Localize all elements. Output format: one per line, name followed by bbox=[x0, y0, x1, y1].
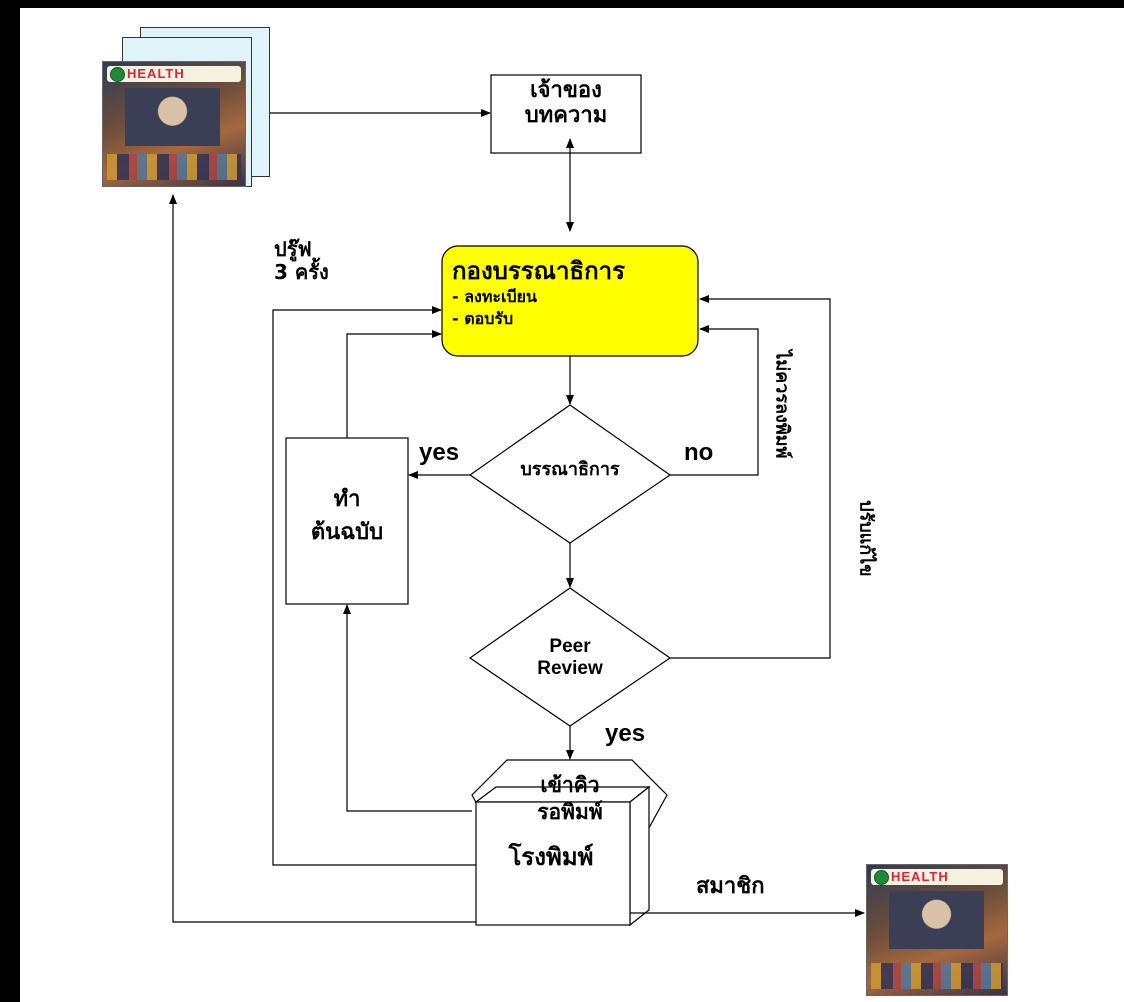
editorial-line1: - ลงทะเบียน bbox=[452, 286, 537, 306]
editor-decision-mask bbox=[535, 494, 613, 512]
magazine-cover-members-icon: HEALTH bbox=[866, 864, 1008, 996]
edge-peer-revise bbox=[670, 295, 831, 659]
not-publish-label: ไม่ควรลงพิมพ์ bbox=[771, 350, 793, 459]
members-label: สมาชิก bbox=[696, 874, 765, 899]
editorial-label-group: กองบรรณาธิการ - ลงทะเบียน - ตอบรับ bbox=[452, 257, 692, 328]
yes-left-label: yes bbox=[419, 439, 460, 466]
magazine-cover-icon: HEALTH bbox=[102, 61, 246, 187]
editor-decision-label: บรรณาธิการ bbox=[520, 459, 620, 480]
proof-label: ปรู๊ฟ 3 ครั้ง bbox=[274, 237, 329, 284]
printer-label: โรงพิมพ์ bbox=[508, 843, 594, 871]
printer-cube bbox=[474, 785, 651, 927]
peer-review-label: Peer Review bbox=[537, 636, 603, 679]
diagram-slide: HEALTH HEALTH เจ้าของ บทความ กองบรรณาธิก… bbox=[20, 8, 1124, 1002]
edge-queue-manuscript bbox=[343, 604, 472, 812]
yes-bottom-label: yes bbox=[605, 720, 646, 747]
magazine-title-2: HEALTH bbox=[891, 869, 949, 884]
magazine-stack: HEALTH bbox=[102, 27, 272, 197]
edge-printer-proof bbox=[272, 306, 476, 866]
no-right-label: no bbox=[684, 439, 714, 466]
queue-label: เข้าคิว รอพิมพ์ bbox=[537, 773, 603, 825]
owner-label: เจ้าของ บทความ bbox=[524, 78, 608, 129]
edge-decision-no bbox=[670, 325, 759, 476]
edge-manuscript-editorial bbox=[346, 330, 442, 438]
flowchart-canvas bbox=[169, 74, 865, 927]
edge-printer-magazine bbox=[169, 194, 476, 923]
revise-label: ปรับแก้ไข bbox=[855, 500, 877, 577]
editorial-line2: - ตอบรับ bbox=[452, 308, 514, 328]
magazine-title-1: HEALTH bbox=[127, 66, 185, 81]
editorial-title: กองบรรณาธิการ bbox=[452, 257, 625, 285]
manuscript-label: ทำ ต้นฉบับ bbox=[310, 487, 384, 545]
